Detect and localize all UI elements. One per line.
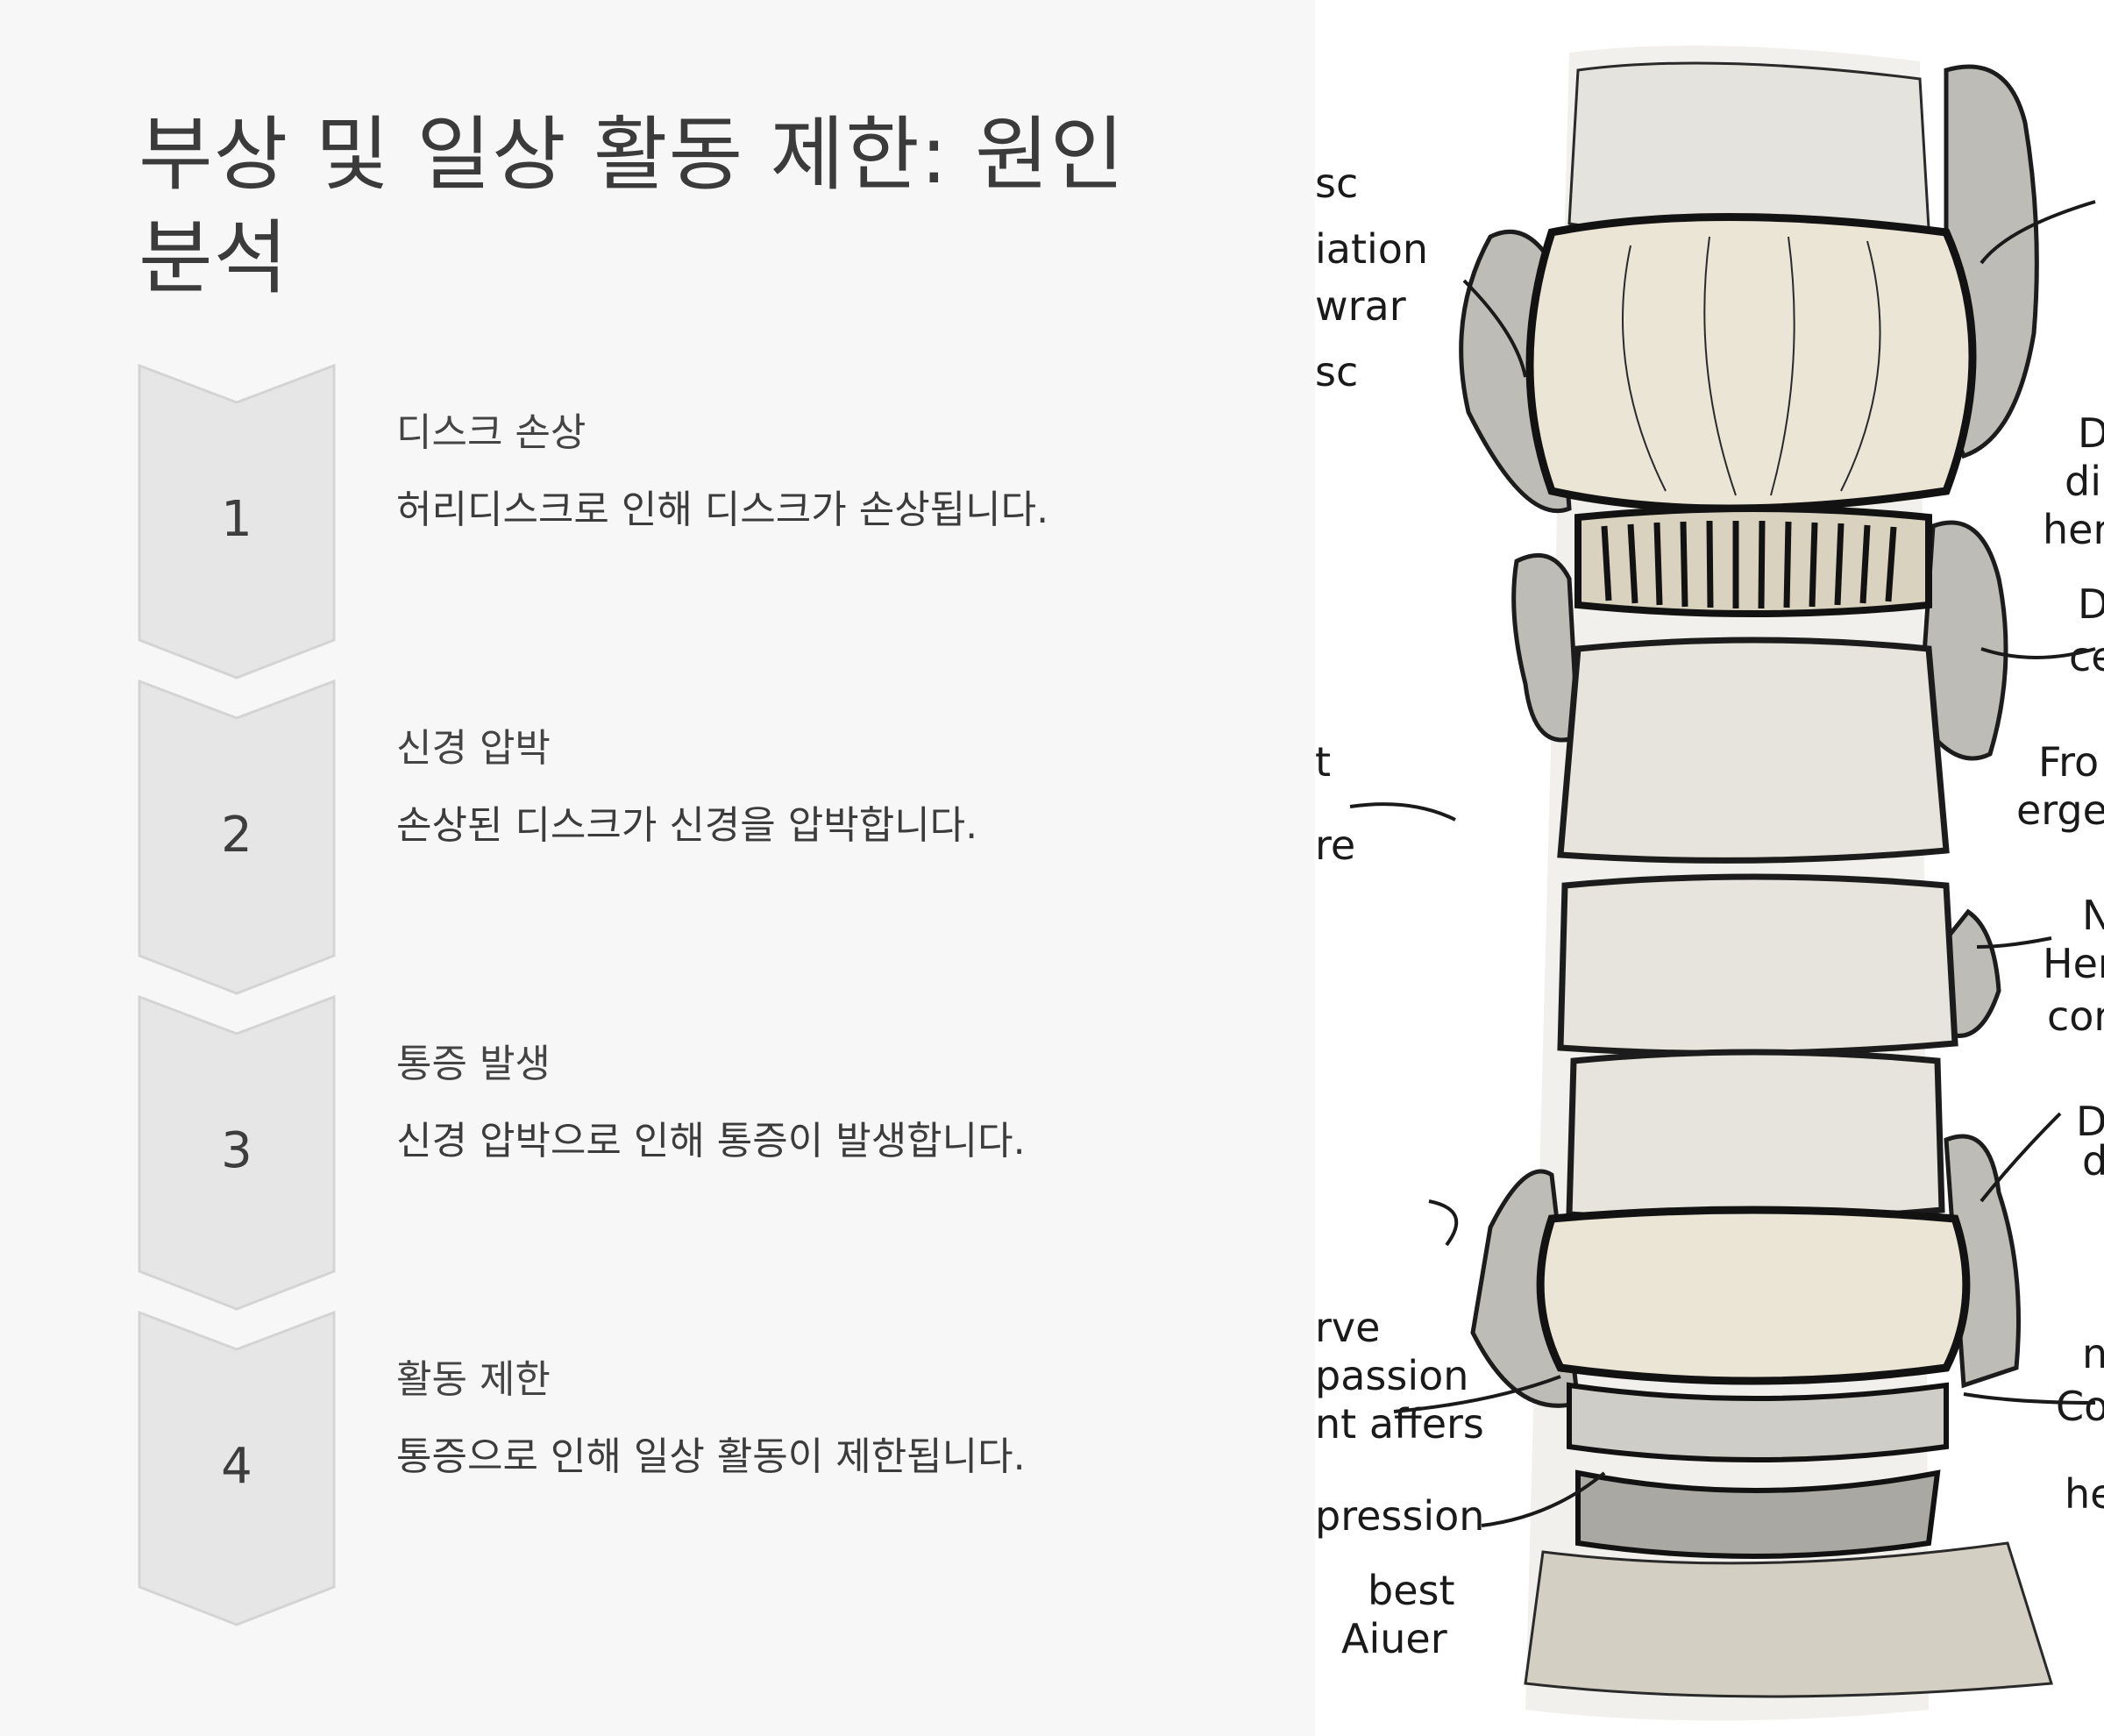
label-left: sc — [1315, 348, 1358, 395]
step-number: 1 — [221, 491, 252, 548]
step-title: 신경 압박 — [396, 726, 551, 771]
label-left: nt affers — [1315, 1400, 1484, 1448]
step-title: 디스크 손상 — [396, 410, 586, 455]
label-right: D — [2078, 580, 2104, 628]
step-4: 4 활동 제한 통증으로 인해 일상 활동이 제한됩니다. — [0, 1311, 1315, 1635]
label-left: sc — [1315, 160, 1358, 207]
label-right: Cor — [2056, 1383, 2104, 1430]
label-left: iation — [1315, 225, 1428, 273]
page-title: 부상 및 일상 활동 제한: 원인 분석 — [139, 108, 1126, 305]
step-chevron — [138, 364, 336, 681]
label-left: re — [1315, 822, 1355, 869]
step-title: 활동 제한 — [396, 1357, 551, 1402]
label-right: n — [2082, 1330, 2104, 1377]
step-3: 3 통증 발생 신경 압박으로 인해 통증이 발생합니다. — [0, 995, 1315, 1320]
step-1: 1 디스크 손상 허리디스크로 인해 디스크가 손상됩니다. — [0, 364, 1315, 688]
step-description: 신경 압박으로 인해 통증이 발생합니다. — [396, 1119, 1026, 1163]
step-chevron — [138, 679, 336, 997]
step-2: 2 신경 압박 손상된 디스크가 신경을 압박합니다. — [0, 679, 1315, 1004]
label-right: D — [2076, 1098, 2104, 1145]
label-left: rve — [1315, 1304, 1380, 1351]
step-description: 통증으로 인해 일상 활동이 제한됩니다. — [396, 1434, 1026, 1479]
step-number: 2 — [221, 807, 252, 864]
label-right: Herr — [2043, 940, 2104, 987]
step-chevron — [138, 1311, 336, 1628]
label-right: erge — [2016, 786, 2104, 834]
step-chevron — [138, 995, 336, 1313]
step-description: 허리디스크로 인해 디스크가 손상됩니다. — [396, 487, 1049, 532]
label-right: D — [2078, 409, 2104, 457]
label-right: he — [2065, 1470, 2104, 1518]
label-right: ce — [2069, 633, 2104, 680]
label-left: best — [1368, 1567, 1455, 1614]
step-number: 3 — [221, 1122, 252, 1179]
label-right: N — [2082, 892, 2104, 939]
label-left: t — [1315, 738, 1331, 786]
label-right: di — [2065, 458, 2101, 505]
step-number: 4 — [221, 1438, 252, 1495]
label-left: wrar — [1315, 282, 1406, 330]
label-right: d — [2082, 1137, 2104, 1185]
content-panel: 부상 및 일상 활동 제한: 원인 분석 1 디스크 손상 허리디스크로 인해 … — [0, 108, 1315, 1635]
step-description: 손상된 디스크가 신경을 압박합니다. — [396, 803, 978, 848]
label-left: passion — [1315, 1352, 1468, 1399]
label-left: Aiuer — [1341, 1615, 1447, 1662]
label-right: Fro — [2038, 738, 2099, 786]
spine-drawing: sc iation wrar sc t re rve passion nt af… — [1315, 0, 2104, 1736]
spine-illustration: sc iation wrar sc t re rve passion nt af… — [1315, 0, 2104, 1736]
step-title: 통증 발생 — [396, 1042, 551, 1086]
label-right: herr — [2043, 506, 2104, 553]
label-right: cor — [2047, 993, 2104, 1040]
label-left: pression — [1315, 1492, 1484, 1540]
